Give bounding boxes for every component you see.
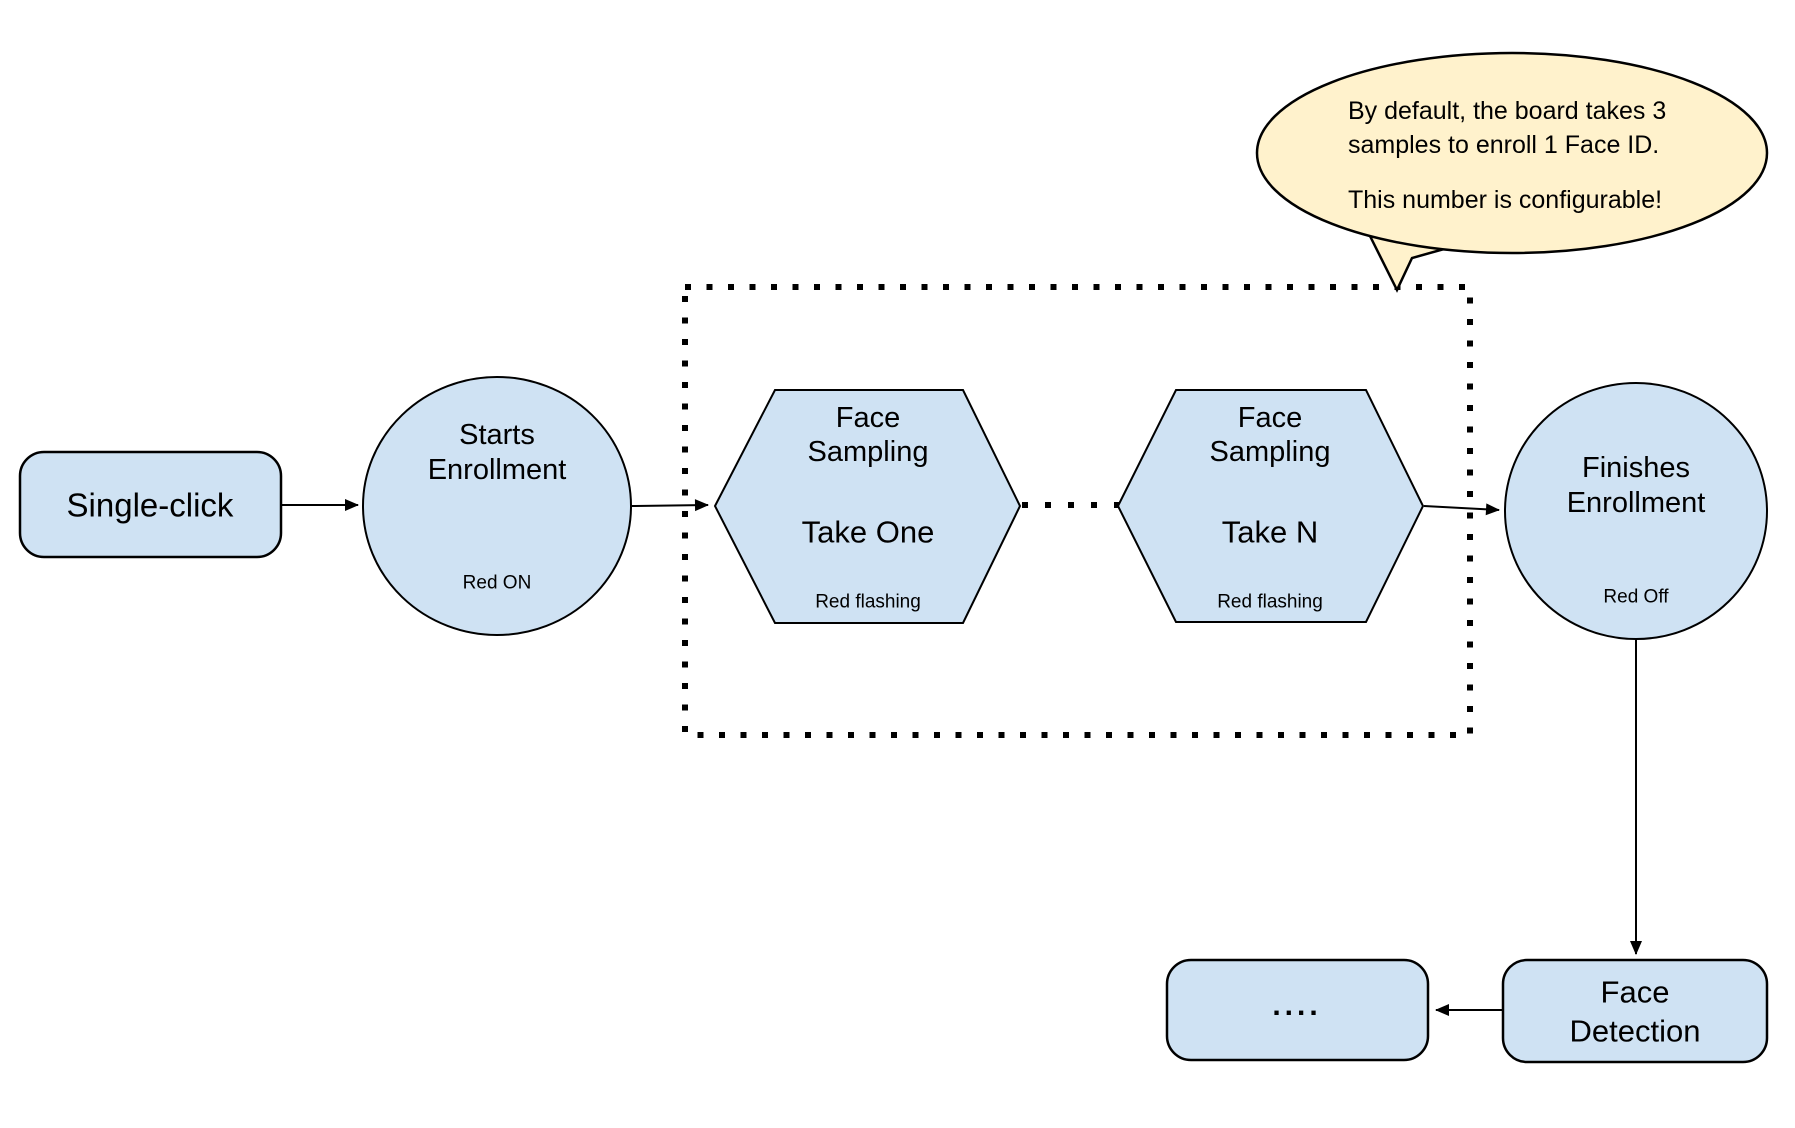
starts-enrollment-title-line2: Enrollment bbox=[428, 454, 567, 486]
face-sampling-n-status: Red flashing bbox=[1217, 592, 1323, 613]
finishes-enrollment-shape bbox=[1504, 382, 1768, 640]
face-sampling-n-title-line1: Face bbox=[1238, 402, 1302, 434]
face-sampling-one-status: Red flashing bbox=[815, 592, 921, 613]
callout-line-3: This number is configurable! bbox=[1348, 186, 1662, 214]
starts-enrollment-shape bbox=[362, 376, 632, 636]
face-detection-title-line2: Detection bbox=[1570, 1014, 1701, 1049]
face-sampling-one-step: Take One bbox=[802, 515, 935, 550]
face-sampling-take-one-node: Face Sampling Take One Red flashing bbox=[713, 389, 1022, 624]
callout-bubble: By default, the board takes 3 samples to… bbox=[1255, 51, 1769, 293]
face-sampling-one-title-line1: Face bbox=[836, 402, 900, 434]
ellipsis-dots bbox=[1022, 502, 1120, 508]
starts-enrollment-status: Red ON bbox=[463, 573, 532, 594]
continuation-shape bbox=[1165, 958, 1430, 1062]
finishes-enrollment-title-line1: Finishes bbox=[1582, 452, 1690, 484]
callout-bubble-shape bbox=[1255, 51, 1769, 255]
face-sampling-take-n-shape bbox=[1116, 389, 1425, 623]
arrow-starts-to-sampling bbox=[631, 499, 709, 512]
face-sampling-n-title-line2: Sampling bbox=[1210, 436, 1331, 468]
callout-line-1: By default, the board takes 3 bbox=[1348, 97, 1666, 125]
sampling-group-dotted-border bbox=[682, 284, 1473, 738]
single-click-label: Single-click bbox=[67, 487, 234, 524]
continuation-label: .... bbox=[1272, 989, 1321, 1022]
continuation-node: .... bbox=[1165, 958, 1430, 1062]
face-sampling-one-title-line2: Sampling bbox=[808, 436, 929, 468]
callout-line-2: samples to enroll 1 Face ID. bbox=[1348, 131, 1659, 159]
arrow-sampling-to-finishes bbox=[1423, 503, 1500, 516]
face-sampling-take-n-node: Face Sampling Take N Red flashing bbox=[1116, 389, 1425, 623]
finishes-enrollment-node: Finishes Enrollment Red Off bbox=[1504, 382, 1768, 640]
starts-enrollment-title-line1: Starts bbox=[459, 419, 535, 451]
finishes-enrollment-title-line2: Enrollment bbox=[1567, 487, 1706, 519]
face-sampling-n-step: Take N bbox=[1222, 515, 1318, 550]
face-sampling-take-one-shape bbox=[713, 389, 1022, 624]
finishes-enrollment-status: Red Off bbox=[1603, 587, 1669, 608]
face-detection-node: Face Detection bbox=[1501, 958, 1769, 1064]
face-detection-shape bbox=[1501, 958, 1769, 1064]
starts-enrollment-node: Starts Enrollment Red ON bbox=[362, 376, 632, 636]
face-detection-title-line1: Face bbox=[1601, 975, 1670, 1010]
single-click-shape bbox=[18, 450, 283, 559]
single-click-node: Single-click bbox=[18, 450, 283, 559]
